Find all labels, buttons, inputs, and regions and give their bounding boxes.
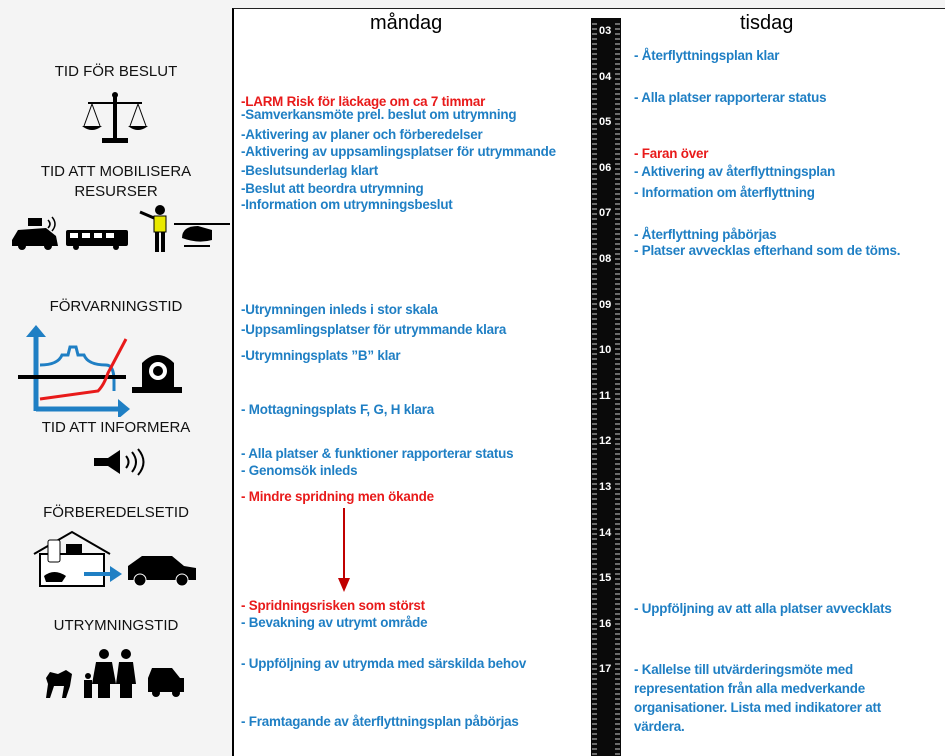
monday-event: - Alla platser & funktioner rapporterar … xyxy=(241,446,514,461)
section-label-inform: TID ATT INFORMERA xyxy=(41,419,191,436)
scale-icon xyxy=(82,92,148,143)
section-label-decision: TID FÖR BESLUT xyxy=(54,63,178,80)
hour-label: 10 xyxy=(599,344,612,357)
hour-label: 04 xyxy=(599,70,612,83)
hour-ruler xyxy=(591,18,621,756)
hour-label: 13 xyxy=(599,481,612,493)
spread-arrow xyxy=(338,508,350,592)
hour-label: 17 xyxy=(599,663,612,676)
tuesday-event: - Aktivering av återflyttningsplan xyxy=(634,164,836,179)
monday-event: -Information om utrymningsbeslut xyxy=(241,197,453,212)
monday-event: -Beslut att beordra utrymning xyxy=(241,181,424,196)
prepare-house-car-icon xyxy=(33,530,196,587)
hour-label: 15 xyxy=(599,572,612,585)
monday-event: - Framtagande av återflyttningsplan påbö… xyxy=(241,714,519,729)
monday-event: -Aktivering av planer och förberedelser xyxy=(241,127,483,142)
monday-event: - Bevakning av utrymt område xyxy=(241,615,428,630)
hour-label: 12 xyxy=(599,435,612,448)
hour-label: 03 xyxy=(599,25,612,37)
hour-label: 05 xyxy=(599,116,612,129)
ruler-ticks xyxy=(592,23,620,755)
tuesday-event: - Kallelse till utvärderingsmöte med rep… xyxy=(634,662,882,734)
section-label-mobilize: TID ATT MOBILISERA RESURSER xyxy=(40,163,192,200)
hour-label: 07 xyxy=(599,207,612,220)
hour-label: 08 xyxy=(599,253,612,265)
tuesday-event: - Platser avvecklas efterhand som de töm… xyxy=(634,243,901,258)
monday-event: -Aktivering av uppsamlingsplatser för ut… xyxy=(241,144,556,159)
monday-event: -Samverkansmöte prel. beslut om utrymnin… xyxy=(241,107,517,122)
hour-label: 11 xyxy=(599,389,611,402)
megaphone-icon xyxy=(94,448,145,476)
warning-graph-icon xyxy=(18,325,182,417)
evacuees-icon xyxy=(46,649,184,698)
monday-event: - Genomsök inleds xyxy=(241,463,358,478)
monday-event: - Uppföljning av utrymda med särskilda b… xyxy=(241,656,527,671)
hour-label: 09 xyxy=(599,298,612,311)
monday-event: - Spridningsrisken som störst xyxy=(241,598,425,613)
monday-event: -Utrymningen inleds i stor skala xyxy=(241,302,438,317)
timeline-frame xyxy=(232,8,945,756)
hour-label: 14 xyxy=(599,526,612,539)
section-label-warning: FÖRVARNINGSTID xyxy=(49,298,183,315)
tuesday-event: - Återflyttning påbörjas xyxy=(634,227,777,242)
tuesday-event: - Alla platser rapporterar status xyxy=(634,90,827,105)
monday-event: -Beslutsunderlag klart xyxy=(241,163,378,178)
section-label-evacuate: UTRYMNINGSTID xyxy=(53,617,179,634)
monday-event: -Uppsamlingsplatser för utrymmande klara xyxy=(241,322,507,337)
day-header-monday: måndag xyxy=(370,12,443,34)
monday-event: -LARM Risk för läckage om ca 7 timmar xyxy=(241,94,486,109)
tuesday-event: - Faran över xyxy=(634,146,709,161)
tuesday-event: - Information om återflyttning xyxy=(634,185,815,200)
top-strip xyxy=(232,0,945,8)
day-header-tuesday: tisdag xyxy=(740,12,794,34)
tuesday-event: - Uppföljning av att alla platser avveck… xyxy=(634,601,892,616)
monday-event: - Mindre spridning men ökande xyxy=(241,489,434,504)
monday-event: - Mottagningsplats F, G, H klara xyxy=(241,402,434,417)
monday-event: -Utrymningsplats ”B” klar xyxy=(241,348,401,363)
hour-label: 16 xyxy=(599,617,612,630)
hour-label: 06 xyxy=(599,161,612,174)
mobilize-vehicles-icon xyxy=(12,205,230,252)
tuesday-event: - Återflyttningsplan klar xyxy=(634,48,780,63)
section-label-prepare: FÖRBEREDELSETID xyxy=(43,504,189,521)
